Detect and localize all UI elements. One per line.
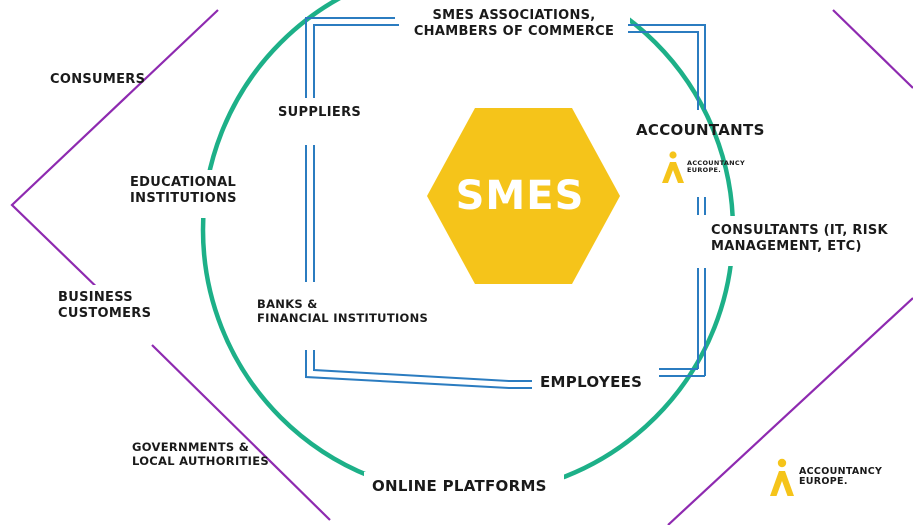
bottom-right-diagonal-line	[667, 297, 913, 525]
left-diagonal-lines	[10, 9, 219, 301]
top-right-diagonal-line	[832, 9, 913, 89]
suppliers-label: SUPPLIERS	[278, 105, 362, 120]
consumers-label: CONSUMERS	[50, 72, 146, 87]
accountancy-europe-wordmark-small: ACCOUNTANCY EUROPE.	[687, 160, 745, 174]
educational-line1: EDUCATIONAL	[130, 175, 237, 190]
logo-small-line2: EUROPE.	[687, 166, 722, 174]
accountancy-europe-logo-small: ACCOUNTANCY EUROPE.	[662, 150, 745, 184]
consultants-line1: CONSULTANTS (IT, RISK	[711, 223, 888, 238]
accountancy-europe-mark-icon-large	[770, 458, 794, 496]
governments-line1: GOVERNMENTS &	[132, 440, 250, 454]
banks-line2: FINANCIAL INSTITUTIONS	[257, 311, 429, 326]
accountancy-europe-logo-large: ACCOUNTANCY EUROPE.	[770, 457, 882, 497]
banks-label: BANKS & FINANCIAL INSTITUTIONS	[257, 297, 428, 325]
governments-line2: LOCAL AUTHORITIES	[132, 454, 269, 469]
smes-associations-label: SMES ASSOCIATIONS, CHAMBERS OF COMMERCE	[398, 8, 630, 40]
logo-small-line1: ACCOUNTANCY	[687, 159, 745, 168]
consultants-label: CONSULTANTS (IT, RISK MANAGEMENT, ETC)	[711, 223, 888, 255]
accountancy-europe-wordmark-large: ACCOUNTANCY EUROPE.	[799, 467, 882, 487]
logo-large-line2: EUROPE.	[799, 476, 848, 487]
accountancy-europe-mark-icon	[662, 151, 684, 183]
online-platforms-label: ONLINE PLATFORMS	[372, 477, 547, 495]
employees-label: EMPLOYEES	[540, 373, 643, 391]
stakeholder-frame	[305, 17, 706, 389]
banks-line1: BANKS &	[257, 297, 318, 311]
lower-left-diagonal-line	[151, 344, 331, 521]
smes-associations-line1: SMES ASSOCIATIONS,	[432, 8, 596, 23]
governments-label: GOVERNMENTS & LOCAL AUTHORITIES	[132, 440, 269, 468]
consultants-line2: MANAGEMENT, ETC)	[711, 238, 862, 254]
logo-large-line1: ACCOUNTANCY	[799, 466, 883, 478]
business-customers-label: BUSINESS CUSTOMERS	[58, 290, 151, 322]
business-line2: CUSTOMERS	[58, 305, 152, 321]
business-line1: BUSINESS	[58, 290, 133, 305]
smes-label: SMES	[455, 173, 585, 219]
educational-line2: INSTITUTIONS	[130, 190, 237, 206]
smes-hexagon	[427, 108, 620, 284]
educational-institutions-label: EDUCATIONAL INSTITUTIONS	[130, 175, 237, 207]
accountants-label: ACCOUNTANTS	[636, 121, 765, 139]
smes-associations-line2: CHAMBERS OF COMMERCE	[413, 23, 615, 39]
